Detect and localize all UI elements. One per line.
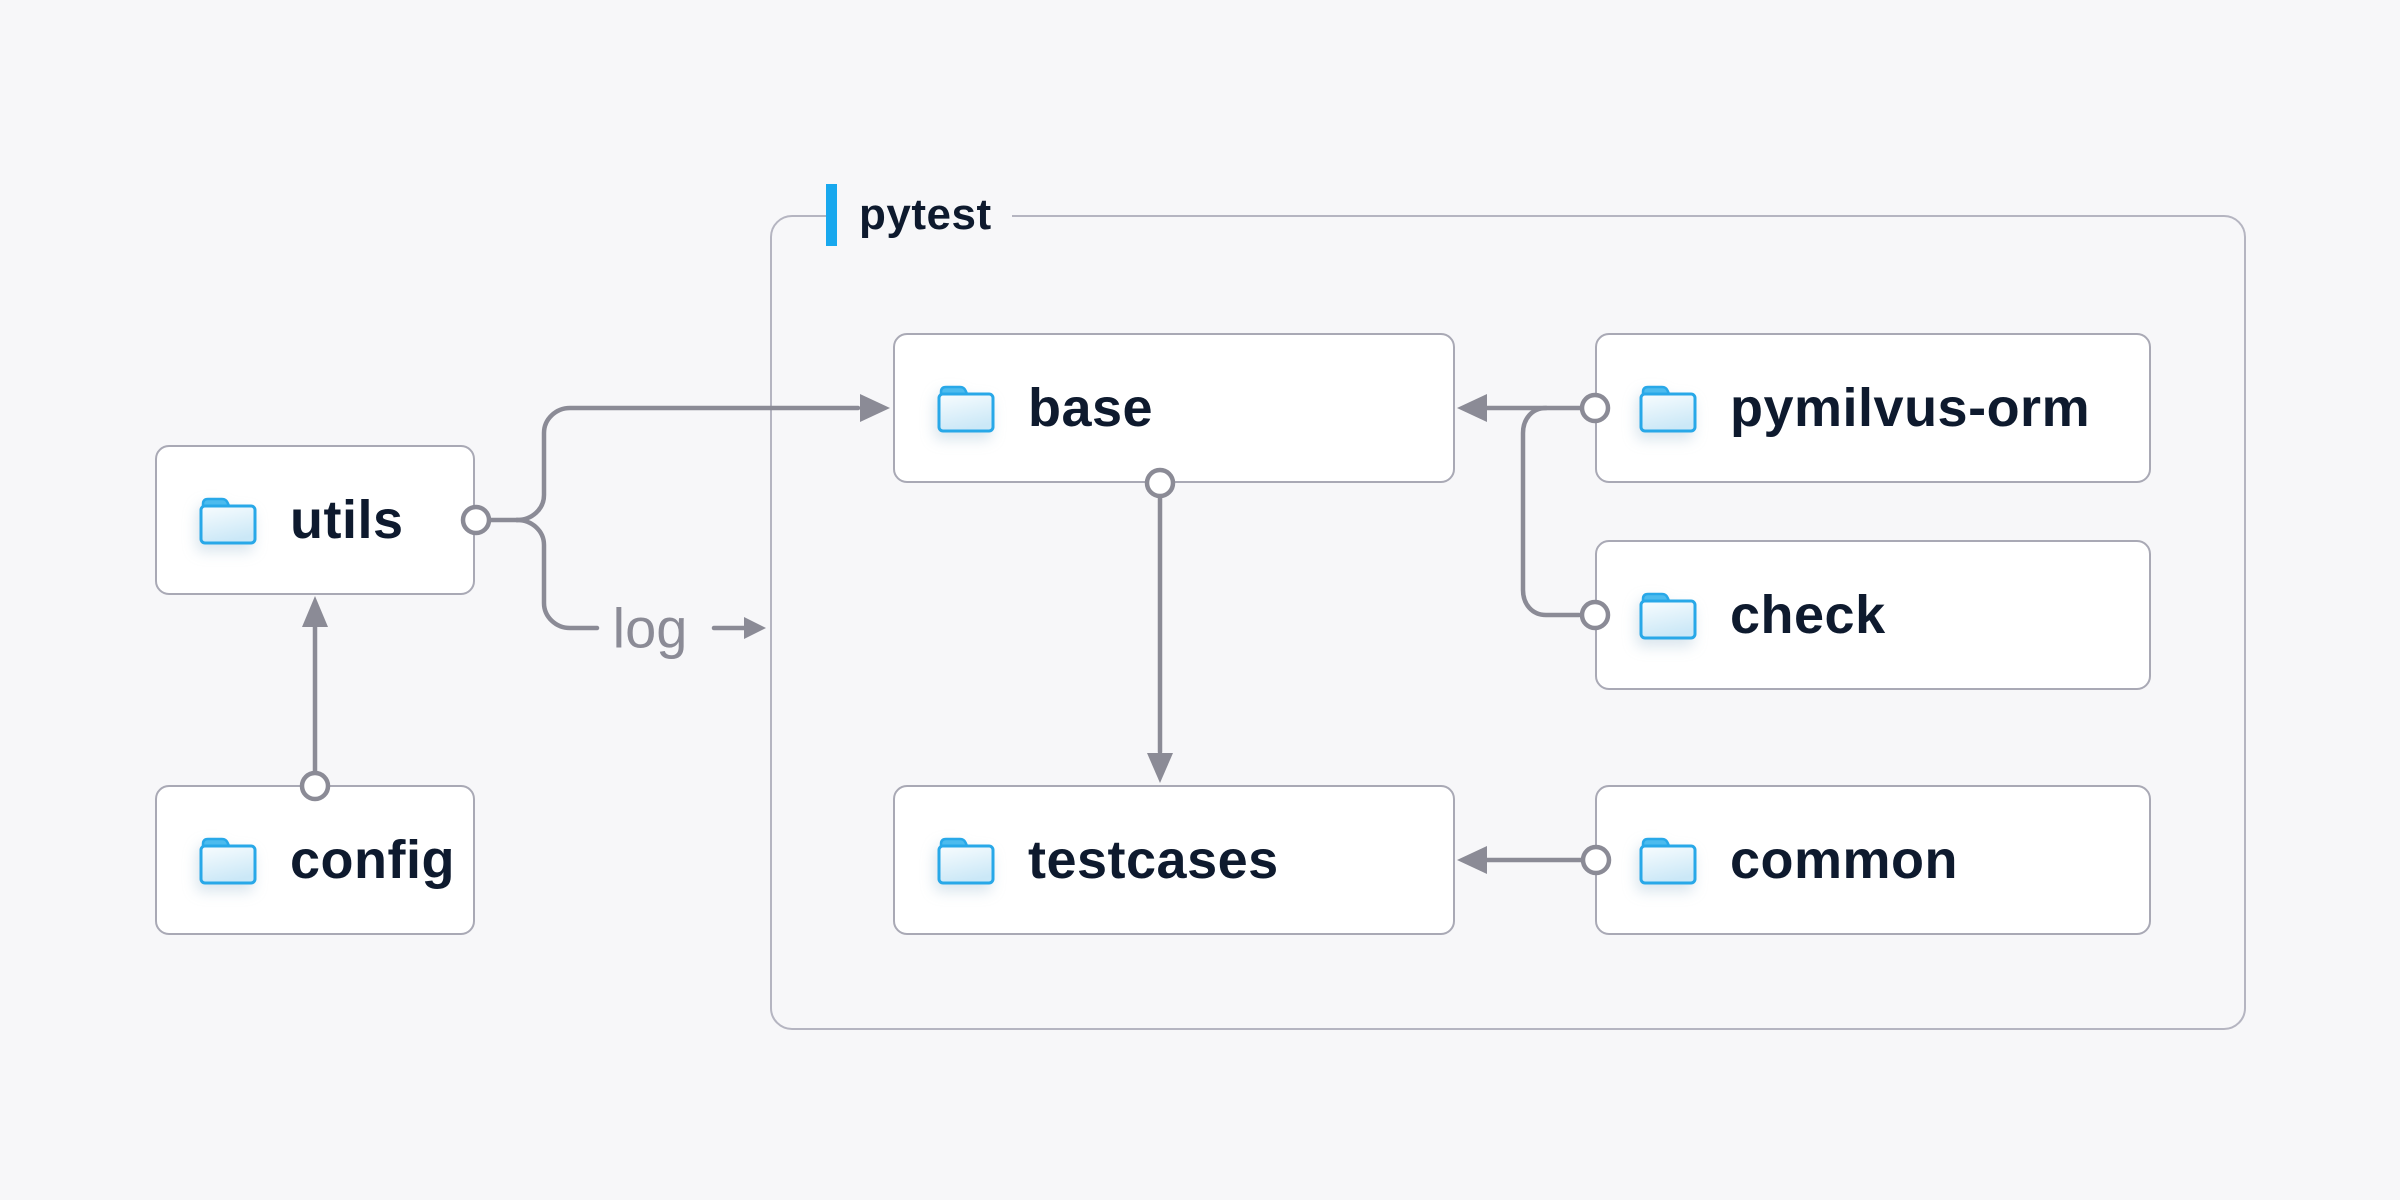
folder-icon [1639, 592, 1697, 640]
folder-icon [199, 837, 257, 885]
node-check: check [1595, 540, 2151, 690]
arrowhead-up-icon [302, 596, 328, 627]
arrowhead-down-icon [1147, 753, 1173, 783]
node-label: check [1730, 585, 1886, 645]
folder-icon [937, 385, 995, 433]
arrowhead-right-small-icon [744, 617, 766, 639]
folder-icon [1639, 385, 1697, 433]
port-circle [460, 504, 492, 536]
node-label: base [1028, 378, 1154, 438]
edge-common-testcases [1457, 844, 1612, 876]
pytest-container-label: pytest [826, 184, 1012, 246]
arrowhead-left-icon [1457, 846, 1487, 874]
arrowhead-right-icon [860, 394, 890, 422]
node-label: utils [290, 490, 404, 550]
node-label: pymilvus-orm [1730, 378, 2091, 438]
port-circle [1580, 844, 1612, 876]
port-circle [1579, 392, 1611, 424]
port-circle [1144, 467, 1176, 499]
container-title: pytest [859, 190, 992, 239]
log-edge-label: log [604, 595, 696, 661]
edge-base-testcases [1144, 467, 1176, 783]
edge-pymilvus-orm-base [1457, 392, 1611, 424]
edge-config-utils [299, 596, 331, 802]
node-base: base [893, 333, 1455, 483]
folder-icon [199, 497, 257, 545]
edge-utils-log [514, 517, 766, 639]
node-utils: utils [155, 445, 475, 595]
node-label: config [290, 830, 455, 890]
arrowhead-left-icon [1457, 394, 1487, 422]
folder-icon [937, 837, 995, 885]
port-circle [1579, 599, 1611, 631]
node-testcases: testcases [893, 785, 1455, 935]
accent-bar [826, 184, 837, 246]
node-pymilvus-orm: pymilvus-orm [1595, 333, 2151, 483]
node-label: common [1730, 830, 1959, 890]
folder-icon [1639, 837, 1697, 885]
node-label: testcases [1028, 830, 1279, 890]
pytest-container [770, 215, 2246, 1030]
edge-check-base [1520, 405, 1611, 631]
edge-utils-base [460, 394, 890, 536]
port-circle [299, 770, 331, 802]
